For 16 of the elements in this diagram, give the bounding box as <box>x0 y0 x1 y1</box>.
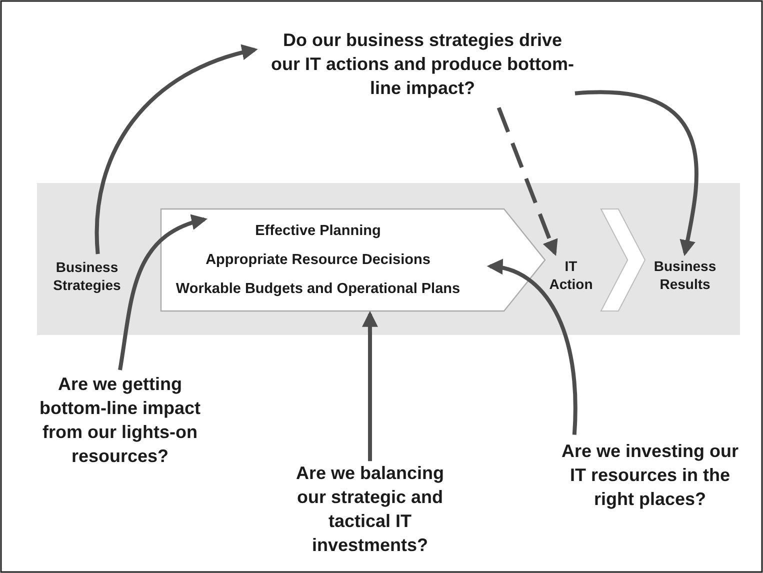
stage-item: Effective Planning <box>255 222 381 240</box>
arrow <box>118 215 208 370</box>
arrow <box>362 310 378 462</box>
arrow <box>486 260 578 435</box>
stage-label: Business Strategies <box>52 258 122 294</box>
arrow <box>496 106 558 256</box>
stage-item: Appropriate Resource Decisions <box>206 250 430 270</box>
arrow <box>574 90 698 256</box>
stage-label: Business Results <box>652 257 718 293</box>
question-text: Are we investing our IT resources in the right places? <box>560 440 740 511</box>
arrow <box>94 45 258 254</box>
question-text: Are we getting bottom-line impact from our lights-on resources? <box>38 373 202 468</box>
stage-item: Workable Budgets and Operational Plans <box>176 280 460 298</box>
question-text: Are we balancing our strategic and tactical IT investments? <box>294 462 446 557</box>
stage-label: IT Action <box>548 257 594 293</box>
question-text: Do our business strategies drive our IT actions and produce bottom-line impact? <box>270 29 575 100</box>
